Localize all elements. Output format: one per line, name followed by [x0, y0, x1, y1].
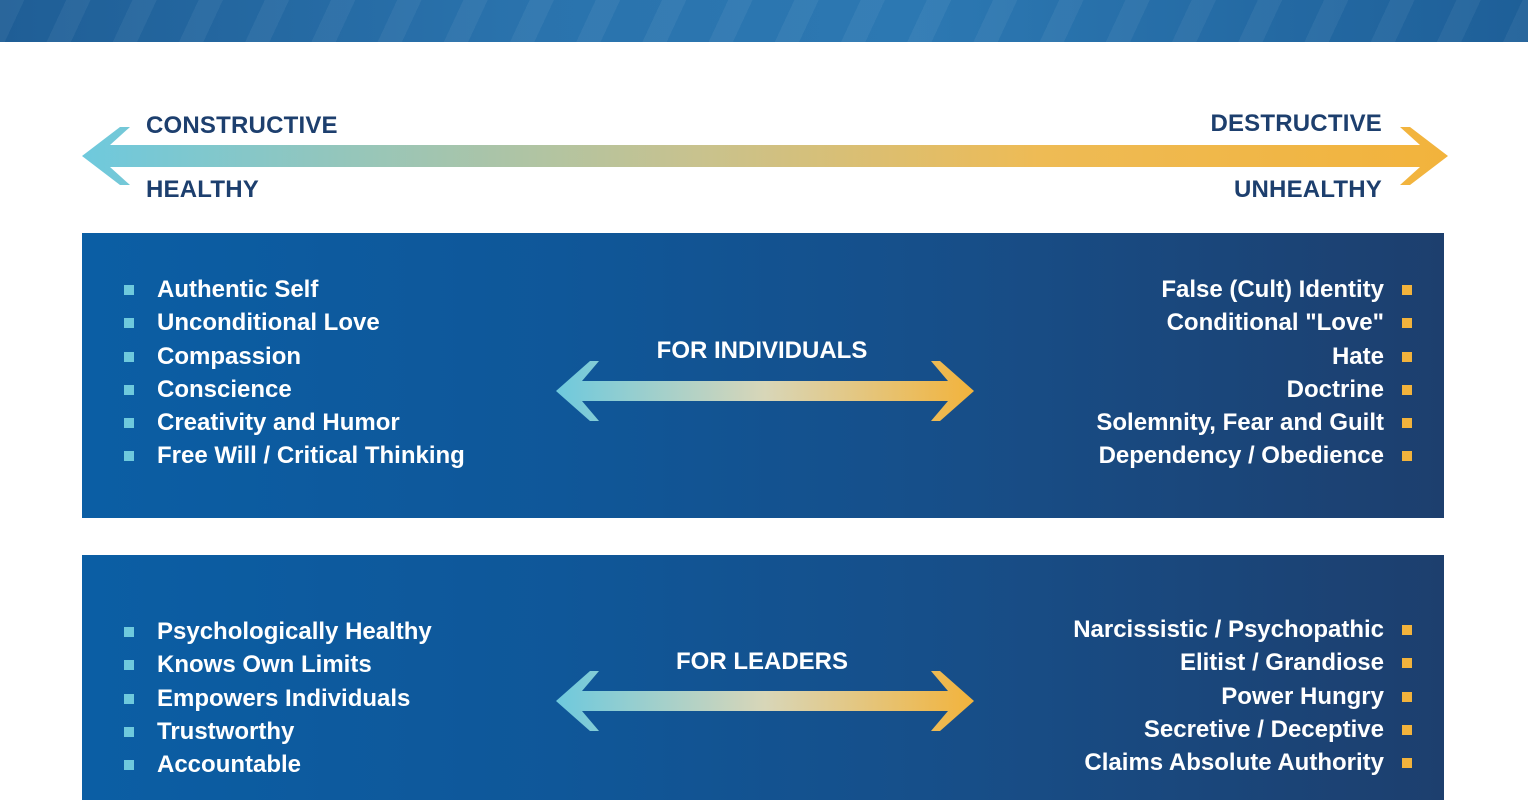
square-bullet-icon	[124, 627, 134, 637]
square-bullet-icon	[1402, 318, 1412, 329]
square-bullet-icon	[124, 351, 134, 362]
spectrum-scale: CONSTRUCTIVE HEALTHY DESTRUCTIVE UNHEALT…	[0, 0, 1528, 230]
constructive-label: CONSTRUCTIVE	[146, 112, 338, 139]
list-item: Trustworthy	[122, 715, 432, 748]
leaders-title: FOR LEADERS	[675, 648, 848, 675]
leaders-healthy-list: Psychologically Healthy Knows Own Limits…	[122, 615, 432, 781]
list-item: Psychologically Healthy	[122, 615, 432, 648]
list-item: Power Hungry	[1073, 680, 1412, 713]
list-item: Accountable	[122, 748, 432, 781]
square-bullet-icon	[124, 660, 134, 671]
list-item: Elitist / Grandiose	[1073, 646, 1412, 679]
list-item: Secretive / Deceptive	[1073, 713, 1412, 746]
square-bullet-icon	[1402, 418, 1412, 429]
square-bullet-icon	[1402, 658, 1412, 669]
unhealthy-label: UNHEALTHY	[1233, 176, 1382, 203]
spectrum-arrow	[82, 127, 1448, 185]
square-bullet-icon	[1402, 724, 1412, 735]
square-bullet-icon	[1402, 351, 1412, 362]
list-item: Knows Own Limits	[122, 648, 432, 681]
list-item: Free Will / Critical Thinking	[122, 439, 465, 472]
list-item: Doctrine	[1096, 373, 1412, 406]
square-bullet-icon	[124, 285, 134, 295]
square-bullet-icon	[124, 418, 134, 429]
list-item: Solemnity, Fear and Guilt	[1096, 406, 1412, 439]
list-item: Compassion	[122, 340, 465, 373]
double-arrow-icon	[556, 361, 974, 421]
square-bullet-icon	[124, 318, 134, 329]
leaders-unhealthy-list: Narcissistic / Psychopathic Elitist / Gr…	[1073, 613, 1412, 779]
square-bullet-icon	[1402, 285, 1412, 295]
header-banner	[0, 0, 1528, 42]
square-bullet-icon	[1402, 758, 1412, 769]
list-item: False (Cult) Identity	[1096, 273, 1412, 306]
square-bullet-icon	[124, 760, 134, 771]
individuals-healthy-list: Authentic Self Unconditional Love Compas…	[122, 273, 465, 473]
individuals-title: FOR INDIVIDUALS	[656, 337, 868, 364]
individuals-unhealthy-list: False (Cult) Identity Conditional "Love"…	[1096, 273, 1412, 473]
square-bullet-icon	[124, 384, 134, 395]
destructive-label: DESTRUCTIVE	[1210, 110, 1382, 137]
square-bullet-icon	[1402, 384, 1412, 395]
square-bullet-icon	[1402, 691, 1412, 702]
square-bullet-icon	[124, 451, 134, 462]
square-bullet-icon	[1402, 625, 1412, 635]
square-bullet-icon	[124, 693, 134, 704]
list-item: Narcissistic / Psychopathic	[1073, 613, 1412, 646]
list-item: Authentic Self	[122, 273, 465, 306]
healthy-label: HEALTHY	[146, 176, 259, 203]
list-item: Conscience	[122, 373, 465, 406]
list-item: Hate	[1096, 340, 1412, 373]
individuals-panel: Authentic Self Unconditional Love Compas…	[82, 233, 1444, 518]
list-item: Conditional "Love"	[1096, 306, 1412, 339]
list-item: Claims Absolute Authority	[1073, 746, 1412, 779]
square-bullet-icon	[124, 726, 134, 737]
list-item: Dependency / Obedience	[1096, 439, 1412, 472]
list-item: Creativity and Humor	[122, 406, 465, 439]
square-bullet-icon	[1402, 451, 1412, 462]
double-arrow-icon	[556, 671, 974, 731]
list-item: Unconditional Love	[122, 306, 465, 339]
leaders-panel: Psychologically Healthy Knows Own Limits…	[82, 555, 1444, 800]
list-item: Empowers Individuals	[122, 682, 432, 715]
